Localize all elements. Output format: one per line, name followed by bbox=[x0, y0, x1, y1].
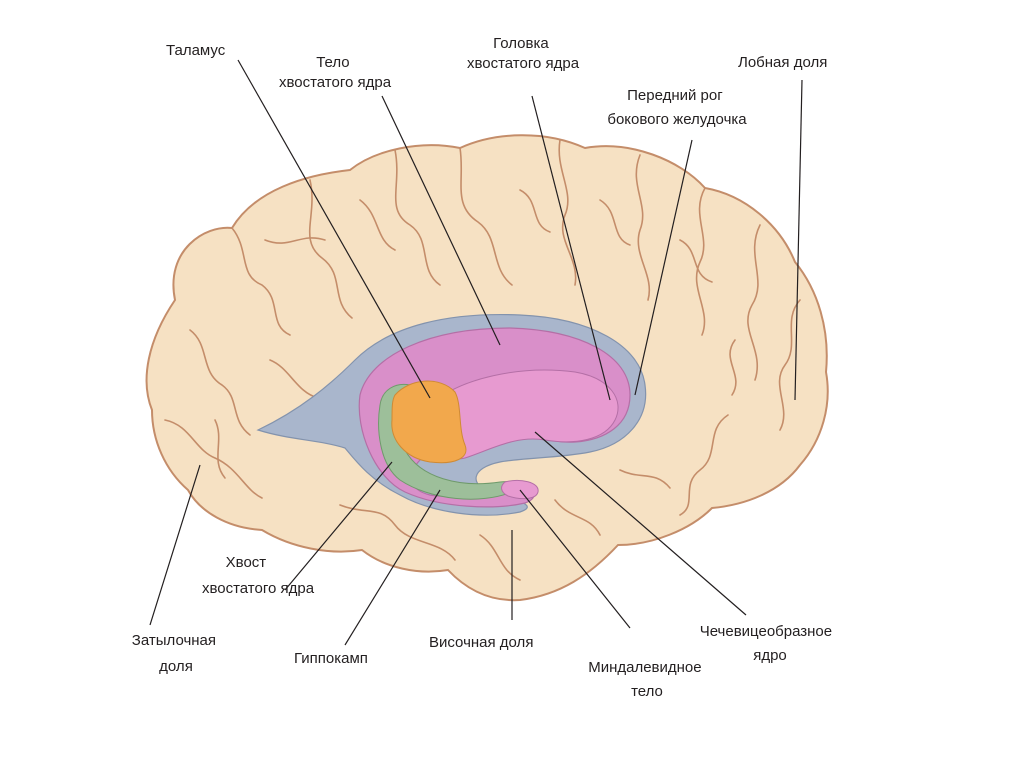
leader-lentiform bbox=[534, 431, 747, 616]
label-anterior-horn: Передний рог бокового желудочка bbox=[607, 87, 747, 128]
leader-anterior-horn bbox=[634, 139, 693, 396]
label-caudate-body-line1: Тело bbox=[316, 54, 349, 71]
brain-gyri bbox=[164, 139, 801, 581]
leader-caudate-body bbox=[381, 95, 501, 346]
label-caudate-head-line1: Головка bbox=[493, 35, 549, 52]
label-lentiform-line1: Чечевицеобразное bbox=[700, 623, 832, 640]
label-occipital-lobe: Затылочная доля bbox=[132, 632, 220, 675]
label-anterior-horn-line1: Передний рог bbox=[627, 87, 723, 104]
lentiform-nucleus bbox=[428, 369, 619, 460]
label-amygdala-line1: Миндалевидное bbox=[588, 659, 701, 676]
label-temporal-lobe: Височная доля bbox=[429, 634, 533, 651]
label-hippocampus: Гиппокамп bbox=[294, 650, 368, 667]
label-caudate-tail-line1: Хвост bbox=[226, 554, 267, 571]
label-occipital-lobe-line2: доля bbox=[159, 658, 193, 675]
label-caudate-head: Головка хвостатого ядра bbox=[467, 35, 580, 72]
label-amygdala-line2: тело bbox=[631, 683, 663, 700]
label-caudate-tail: Хвост хвостатого ядра bbox=[202, 554, 315, 597]
label-caudate-head-line2: хвостатого ядра bbox=[467, 55, 580, 72]
leader-amygdala bbox=[519, 489, 631, 629]
amygdala-shape bbox=[501, 479, 539, 500]
label-caudate-body-line2: хвостатого ядра bbox=[279, 74, 392, 91]
leader-occipital-lobe bbox=[149, 464, 201, 626]
label-lentiform: Чечевицеобразное ядро bbox=[700, 623, 837, 664]
label-anterior-horn-line2: бокового желудочка bbox=[607, 111, 747, 128]
label-amygdala: Миндалевидное тело bbox=[588, 659, 706, 700]
leader-lines bbox=[149, 59, 803, 646]
leader-frontal-lobe bbox=[794, 79, 803, 401]
label-caudate-tail-line2: хвостатого ядра bbox=[202, 580, 315, 597]
label-frontal-lobe: Лобная доля bbox=[738, 54, 827, 71]
label-lentiform-line2: ядро bbox=[753, 647, 787, 664]
leader-hippocampus bbox=[344, 489, 441, 646]
label-occipital-lobe-line1: Затылочная bbox=[132, 632, 216, 649]
label-thalamus: Таламус bbox=[166, 42, 226, 59]
leader-caudate-tail bbox=[284, 461, 393, 591]
label-caudate-body: Тело хвостатого ядра bbox=[279, 54, 392, 91]
leader-caudate-head bbox=[531, 95, 611, 401]
thalamus-shape bbox=[391, 380, 467, 464]
leader-thalamus bbox=[237, 59, 431, 399]
